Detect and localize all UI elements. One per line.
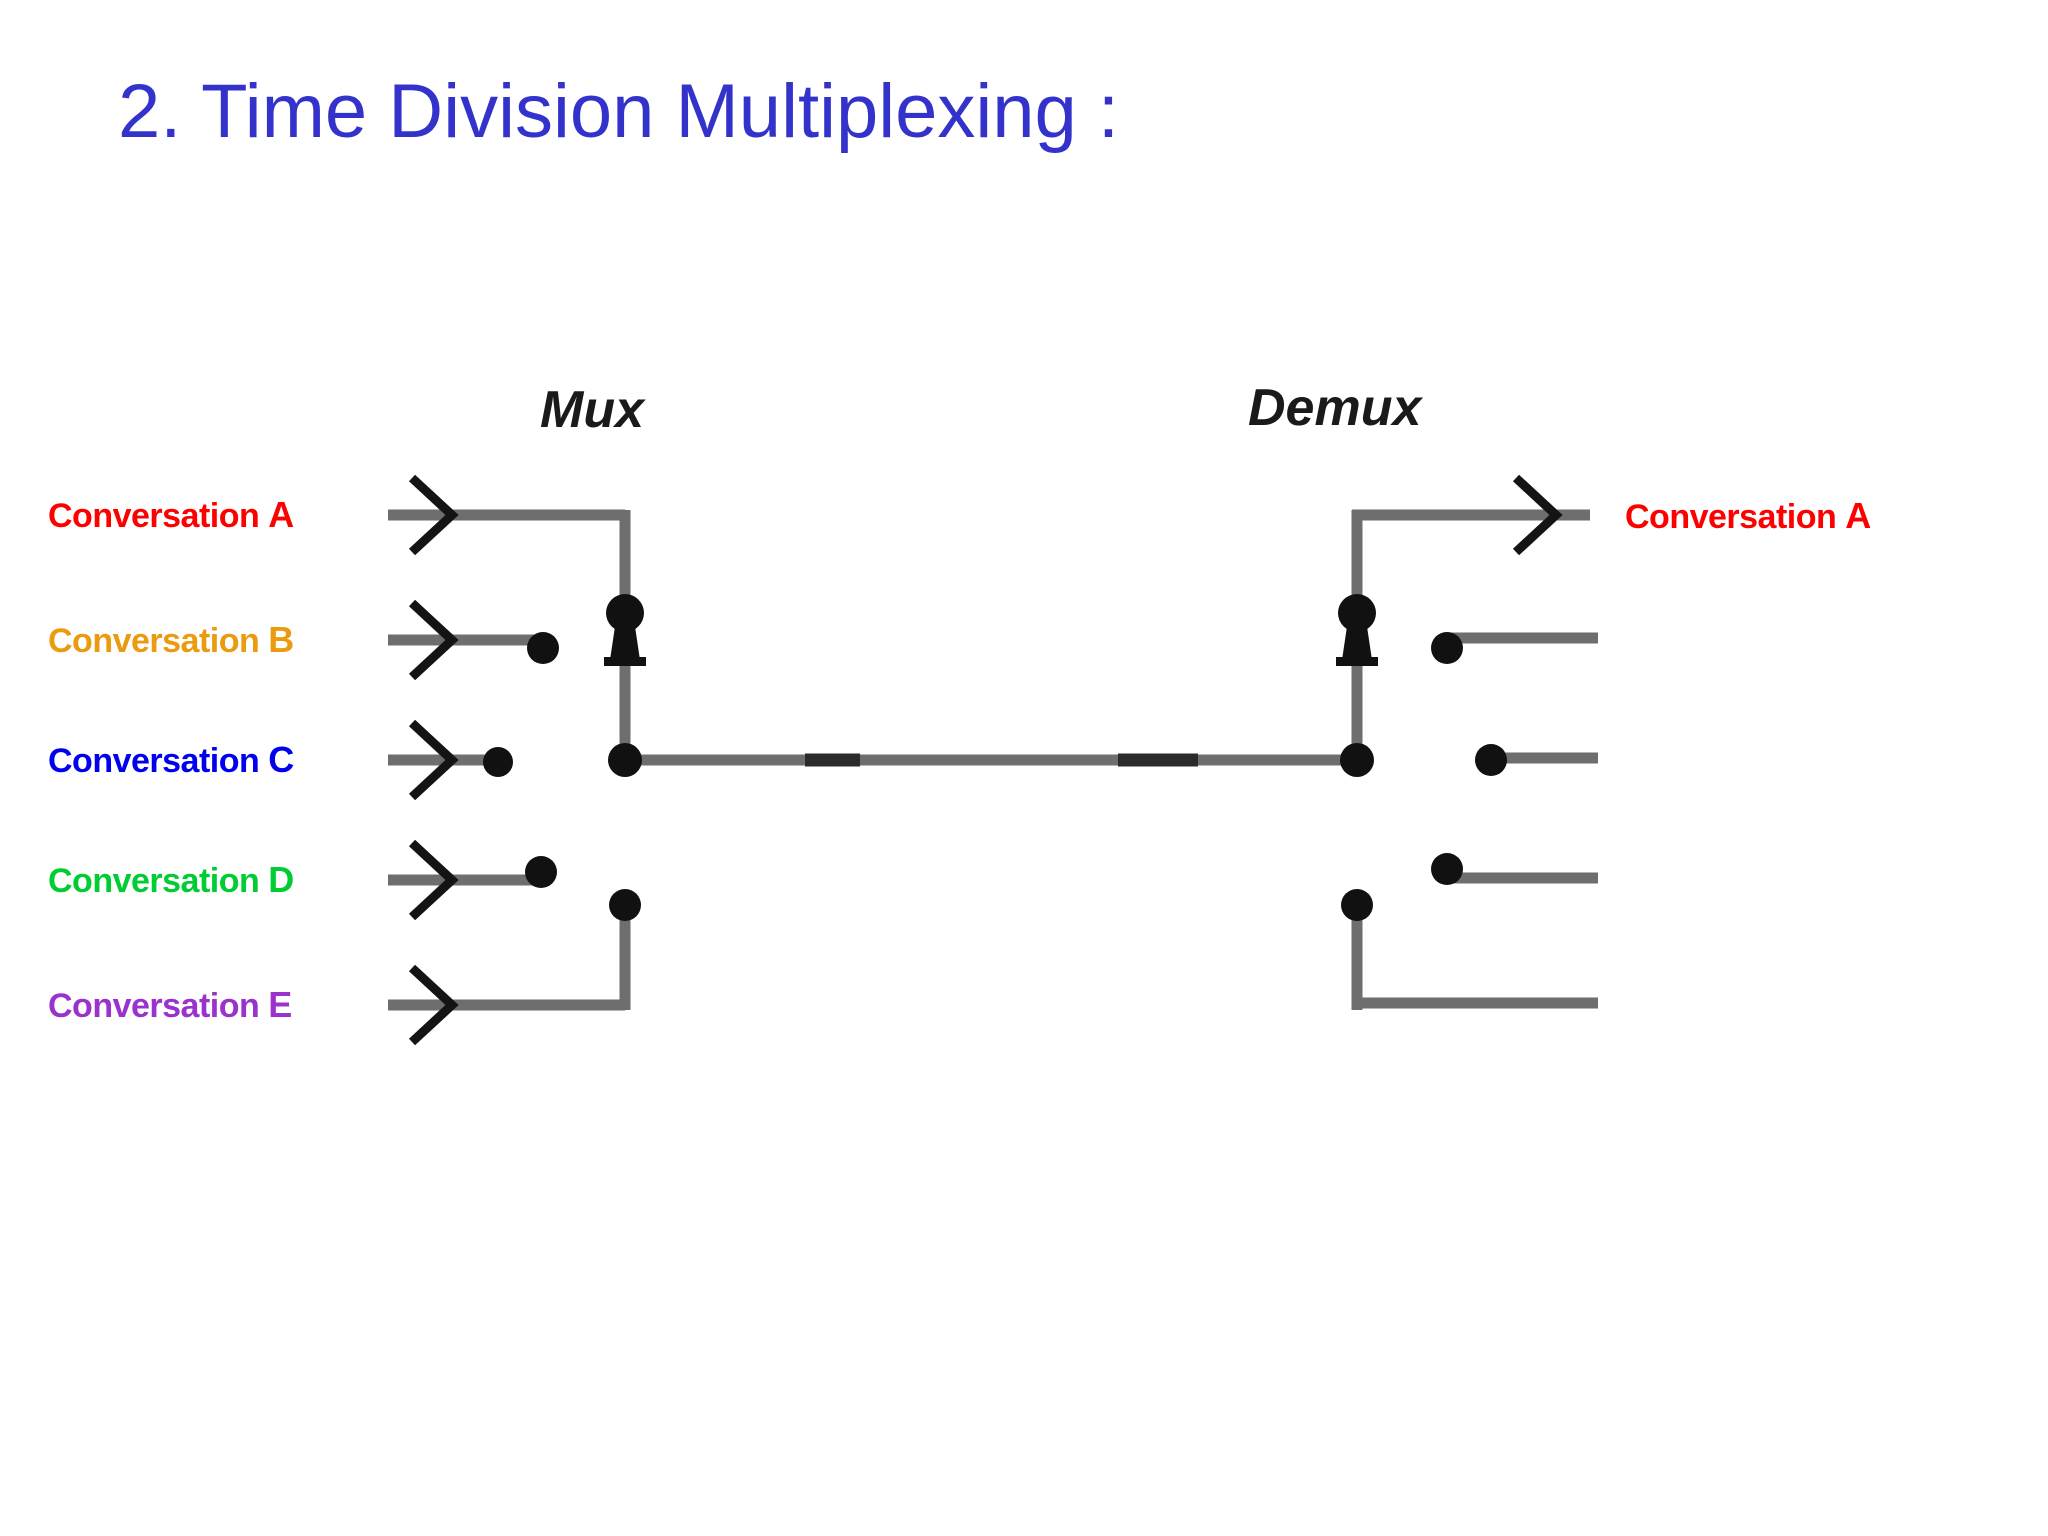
mux-lower-node [609, 889, 641, 921]
demux-rotor-base-icon [1336, 657, 1378, 666]
mux-pivot-node [608, 743, 642, 777]
output-arrow-a-icon [1512, 474, 1563, 556]
input-label-a-tag: A [268, 494, 294, 535]
demux-label: Demux [1248, 379, 1422, 437]
mux-rotor-base-icon [604, 657, 646, 666]
page-title: 2. Time Division Multiplexing : [118, 69, 1120, 154]
input-label-c-tag: C [268, 739, 294, 780]
input-label-b: Conversation B [48, 619, 294, 661]
input-label-b-text: Conversation [48, 622, 260, 660]
input-label-e-tag: E [268, 984, 292, 1025]
rotor-markers [604, 594, 1378, 666]
demux-rotor-wiper-icon [1342, 613, 1372, 660]
mux-contact-d [525, 856, 557, 888]
input-label-d-tag: D [268, 859, 294, 900]
input-label-c-text: Conversation [48, 742, 260, 780]
output-label-a-text: Conversation [1625, 498, 1837, 536]
mux-contact-b [527, 632, 559, 664]
input-label-d-text: Conversation [48, 862, 260, 900]
contact-nodes [483, 632, 1507, 921]
mux-rotor-wiper-icon [610, 613, 640, 660]
mux-contact-c [483, 747, 513, 777]
demux-contact-d [1431, 853, 1463, 885]
input-label-b-tag: B [268, 619, 294, 660]
input-arrow-a-icon [408, 474, 459, 556]
output-label-a-tag: A [1845, 495, 1871, 536]
input-label-a: Conversation A [48, 494, 294, 536]
input-arrow-d-icon [408, 839, 459, 921]
input-arrow-c-icon [408, 719, 459, 801]
output-label-a: Conversation A [1625, 495, 1871, 537]
input-label-a-text: Conversation [48, 497, 260, 535]
input-label-e-text: Conversation [48, 987, 260, 1025]
input-label-c: Conversation C [48, 739, 294, 781]
demux-contact-c [1475, 744, 1507, 776]
mux-label: Mux [540, 381, 644, 439]
demux-pivot-node [1340, 743, 1374, 777]
input-label-d: Conversation D [48, 859, 294, 901]
input-label-e: Conversation E [48, 984, 292, 1026]
demux-contact-b [1431, 632, 1463, 664]
demux-lower-node [1341, 889, 1373, 921]
input-arrow-e-icon [408, 964, 459, 1046]
input-arrow-b-icon [408, 599, 459, 681]
